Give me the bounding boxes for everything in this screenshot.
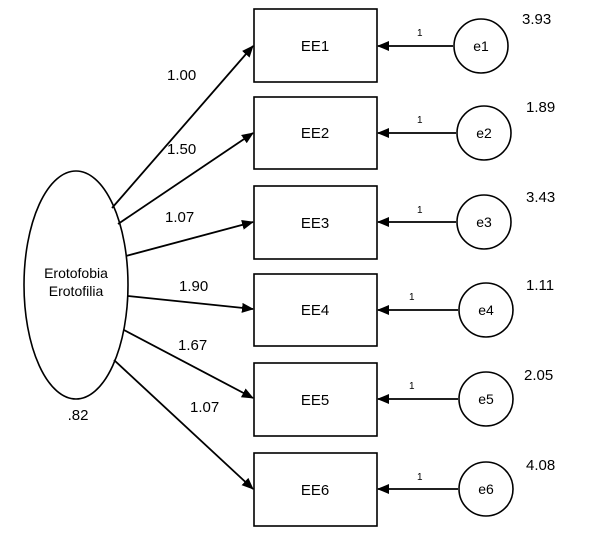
loading-label-ee6: 1.07 [190,399,219,416]
loading-label-ee5: 1.67 [178,337,207,354]
error-variance-e4: 1.11 [526,277,554,294]
error-weight-e1: 1 [417,28,423,39]
indicator-label: EE2 [301,125,329,142]
indicator-ee6: EE6 [253,452,378,527]
error-e5: e5 [458,371,514,427]
loading-label-ee2: 1.50 [167,141,196,158]
error-label: e1 [473,38,489,54]
latent-variance: .82 [68,407,89,424]
latent-ellipse [23,170,129,400]
loading-labels: 1.00 1.50 1.07 1.90 1.67 1.07 [165,67,219,416]
latent-label-line2: Erotofilia [49,283,104,299]
error-variance-e2: 1.89 [526,99,555,116]
error-label: e2 [476,125,492,141]
indicator-label: EE6 [301,482,329,499]
error-e4: e4 [458,282,514,338]
error-weight-e5: 1 [409,381,415,392]
indicator-label: EE4 [301,302,329,319]
indicator-box [253,273,378,347]
error-circle [456,194,512,250]
loading-arrows [111,45,254,490]
latent-label-line1: Erotofobia [44,265,108,281]
error-variances: 3.93 1.89 3.43 1.11 2.05 4.08 [522,11,555,474]
error-circle [453,18,509,74]
error-weight-e6: 1 [417,472,423,483]
error-label: e4 [478,302,494,318]
loading-label-ee1: 1.00 [167,67,196,84]
loading-arrow-ee5 [123,329,254,399]
error-weight-e4: 1 [409,292,415,303]
loading-arrow-ee2 [117,132,254,225]
error-e3: e3 [456,194,512,250]
error-label: e3 [476,214,492,230]
loading-label-ee3: 1.07 [165,209,194,226]
indicator-ee2: EE2 [253,96,378,170]
error-path-weights: 1 1 1 1 1 1 [409,28,423,483]
loading-arrow-ee4 [127,295,254,313]
loading-arrow-ee6 [113,359,254,490]
loading-label-ee4: 1.90 [179,278,208,295]
error-e2: e2 [456,105,512,161]
error-circle [456,105,512,161]
indicator-box [253,452,378,527]
error-circle [458,371,514,427]
latent-variable: Erotofobia Erotofilia [23,170,129,400]
error-e1: e1 [453,18,509,74]
error-circle [458,461,514,517]
indicator-box [253,362,378,437]
error-variance-e1: 3.93 [522,11,551,28]
indicator-label: EE3 [301,215,329,232]
loading-arrow-ee3 [125,220,254,257]
indicator-ee3: EE3 [253,185,378,260]
error-variance-e5: 2.05 [524,367,553,384]
indicator-box [253,8,378,83]
error-label: e5 [478,391,494,407]
loading-arrow-ee1 [111,45,254,209]
error-circle [458,282,514,338]
indicator-ee5: EE5 [253,362,378,437]
indicator-label: EE1 [301,38,329,55]
error-weight-e3: 1 [417,205,423,216]
indicator-ee1: EE1 [253,8,378,83]
indicator-label: EE5 [301,392,329,409]
error-weight-e2: 1 [417,115,423,126]
error-variance-e6: 4.08 [526,457,555,474]
indicator-ee4: EE4 [253,273,378,347]
error-arrows [377,41,458,494]
error-e6: e6 [458,461,514,517]
error-label: e6 [478,481,494,497]
error-variance-e3: 3.43 [526,189,555,206]
